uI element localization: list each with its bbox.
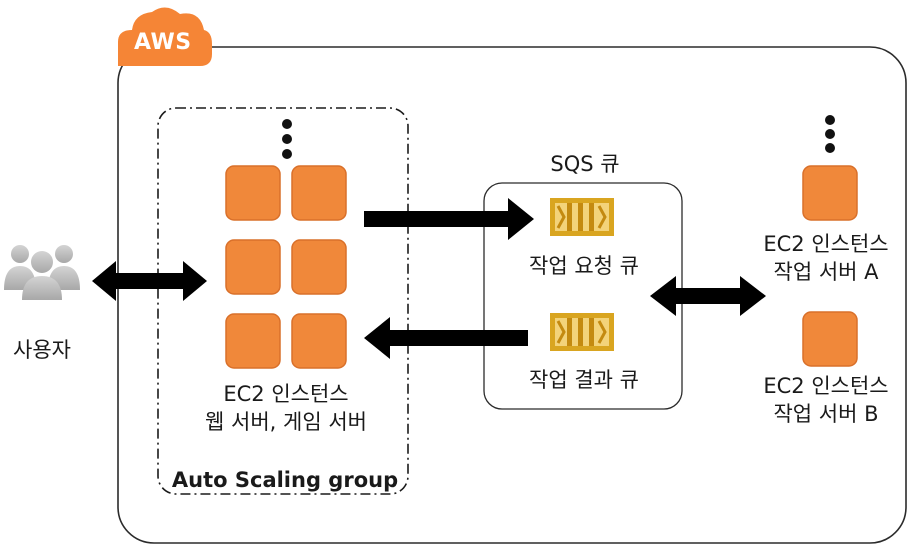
result-queue-label: 작업 결과 큐	[529, 368, 639, 392]
users-icon	[4, 245, 80, 300]
worker-a-type-label: EC2 인스턴스	[763, 232, 889, 256]
ec2-instance-icon	[291, 239, 347, 295]
worker-a-role-label: 작업 서버 A	[773, 260, 879, 284]
asg-instances-label: EC2 인스턴스	[223, 382, 349, 406]
request-queue-icon	[550, 198, 614, 236]
worker-b-role-label: 작업 서버 B	[773, 402, 879, 426]
auto-scaling-group-label: Auto Scaling group	[171, 468, 399, 492]
more-instances-dots-icon	[282, 119, 292, 159]
ec2-instance-icon	[225, 239, 281, 295]
result-queue-icon	[550, 313, 614, 351]
worker-a-ec2-icon	[802, 165, 858, 221]
aws-cloud-boundary	[117, 46, 907, 544]
request-queue-label: 작업 요청 큐	[529, 254, 639, 278]
auto-scaling-group-boundary	[157, 107, 409, 495]
aws-label: AWS	[134, 30, 192, 55]
worker-b-ec2-icon	[802, 311, 858, 367]
user-asg-double-arrow	[92, 261, 207, 301]
asg-to-request-queue-arrow	[364, 198, 534, 240]
ec2-instance-icon	[291, 313, 347, 369]
aws-cloud-icon	[118, 7, 212, 67]
more-workers-dots-icon	[825, 115, 835, 153]
user-label: 사용자	[13, 338, 71, 362]
ec2-instance-icon	[291, 165, 347, 221]
sqs-worker-double-arrow	[650, 276, 766, 316]
ec2-instance-icon	[225, 313, 281, 369]
worker-b-type-label: EC2 인스턴스	[763, 374, 889, 398]
asg-roles-label: 웹 서버, 게임 서버	[205, 410, 367, 434]
sqs-title: SQS 큐	[550, 152, 620, 176]
result-queue-to-asg-arrow	[364, 317, 528, 359]
ec2-instance-grid	[225, 165, 347, 369]
ec2-instance-icon	[225, 165, 281, 221]
